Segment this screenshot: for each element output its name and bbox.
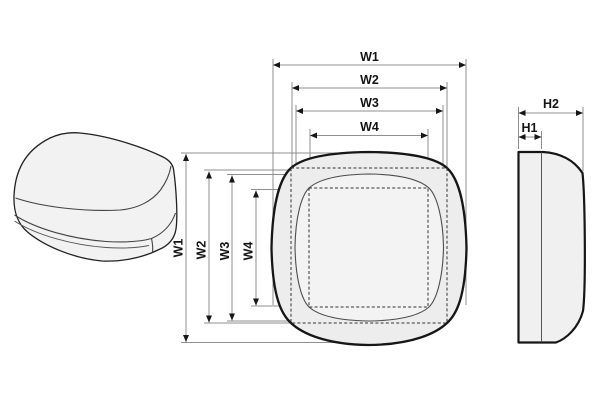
dim-label-w4-h: W4 [360, 120, 379, 134]
side-dimension-lines [518, 110, 583, 140]
front-inner-dashed-square [308, 187, 429, 308]
side-view: H2 H1 [517, 97, 586, 344]
iso-corner-seam [150, 238, 154, 253]
dim-label-w1-h: W1 [360, 50, 379, 64]
dim-label-w2-v: W2 [195, 241, 209, 260]
dim-label-w3-v: W3 [218, 242, 232, 261]
dim-label-w2-h: W2 [360, 73, 379, 87]
iso-rim-line [14, 220, 150, 249]
front-outer-dashed-square [290, 167, 448, 324]
front-view: W1 W2 W3 W4 W1 W2 W3 W4 [172, 50, 468, 347]
dim-label-h2: H2 [543, 97, 559, 111]
side-profile [517, 150, 586, 344]
dim-label-w1-v: W1 [172, 239, 186, 258]
front-vertical-dimensions [183, 154, 259, 342]
iso-band-bottom-line [14, 212, 177, 243]
iso-silhouette [13, 132, 178, 262]
dim-label-w4-v: W4 [242, 242, 256, 261]
front-horizontal-dimensions [273, 62, 466, 139]
dim-label-w3-h: W3 [360, 96, 379, 110]
front-inner-squircle [294, 173, 445, 322]
isometric-view [13, 132, 178, 262]
dim-label-h1: H1 [522, 121, 538, 135]
iso-top-face-seam [15, 165, 172, 211]
